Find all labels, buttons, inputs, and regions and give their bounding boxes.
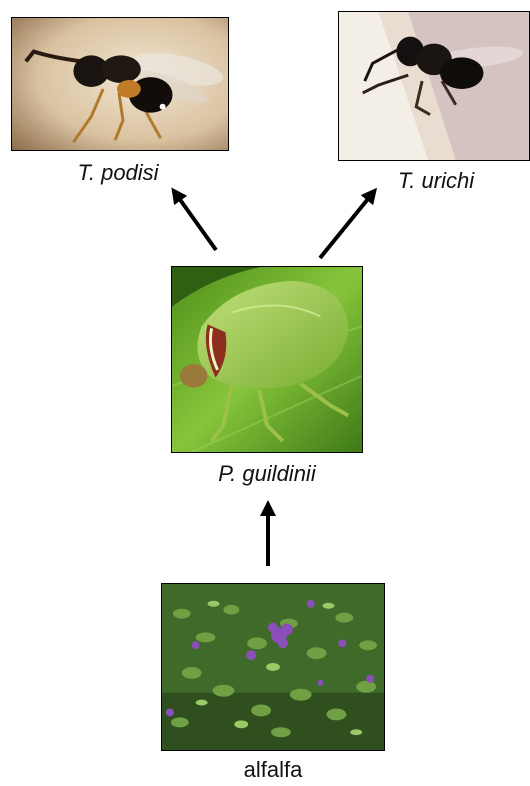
t-urichi-label: T. urichi (382, 168, 490, 194)
alfalfa-label: alfalfa (226, 757, 320, 783)
t-podisi-photo (11, 17, 229, 151)
alfalfa-photo (161, 583, 385, 751)
arrow-p-guildinii-to-t-urichi (320, 194, 372, 258)
t-podisi-label: T. podisi (64, 160, 172, 186)
arrow-p-guildinii-to-t-podisi (176, 194, 216, 250)
t-urichi-photo (338, 11, 530, 161)
p-guildinii-label: P. guildinii (196, 461, 338, 487)
p-guildinii-photo (171, 266, 363, 453)
